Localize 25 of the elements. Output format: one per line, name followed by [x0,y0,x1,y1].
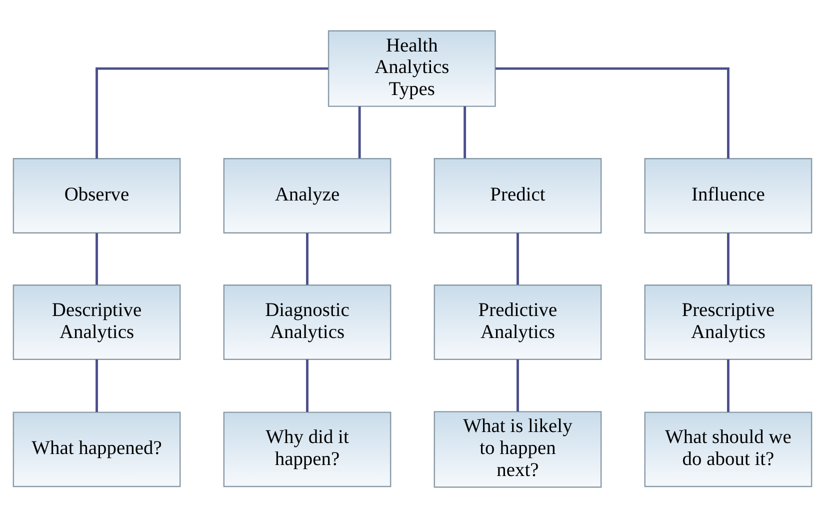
node-box: Analyze [223,158,392,233]
node-box: Influence [644,158,812,233]
connector [306,358,308,412]
node-box: Health Analytics Types [328,30,496,106]
node-box: Predict [434,158,602,233]
connector [96,232,98,284]
connector [96,66,328,158]
node-box: What happened? [12,411,181,487]
node-box: Prescriptive Analytics [644,284,812,360]
connector [727,358,730,412]
connector [358,106,361,158]
node-box: What should we do about it? [644,411,812,487]
connector [495,66,730,158]
node-box: What is likely to happen next? [434,410,602,488]
node-box: Descriptive Analytics [12,284,181,360]
node-box: Predictive Analytics [434,284,602,360]
node-box: Why did it happen? [223,411,392,487]
connector [464,106,466,158]
connector [516,232,519,284]
node-box: Observe [12,158,181,233]
connector [727,232,730,284]
connector [516,358,519,412]
node-box: Diagnostic Analytics [223,284,392,360]
connector [96,358,98,412]
connector [306,232,308,284]
